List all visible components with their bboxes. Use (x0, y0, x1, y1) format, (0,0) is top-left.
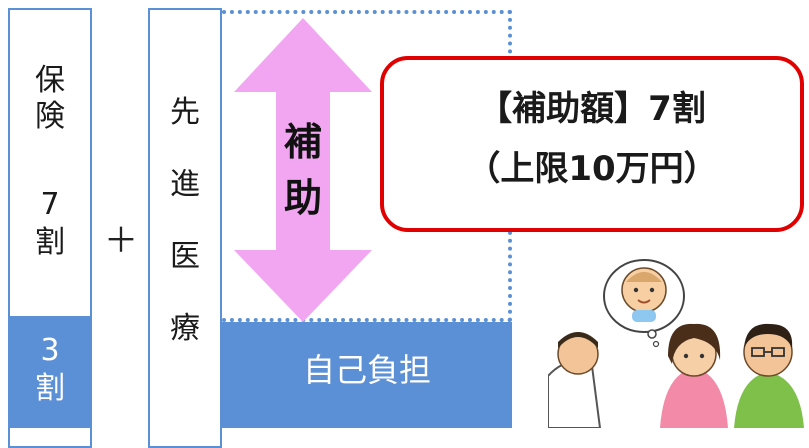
self-pay-label: 自己負担 (302, 351, 431, 389)
insurance-pct-number: 7 (40, 187, 60, 222)
subsidy-label-char-2: 助 (283, 176, 322, 220)
self-pay-bar (222, 322, 512, 428)
advanced-label-char-2: 進 (170, 167, 200, 202)
baby-thought-bubble-icon (603, 259, 685, 348)
insurance-copay-block (8, 316, 92, 428)
plus-sign: ＋ (104, 221, 138, 261)
doctor-icon (548, 332, 602, 428)
copay-unit: 割 (35, 371, 65, 406)
father-icon (734, 323, 804, 428)
callout-line-1: 【補助額】7割 (478, 89, 706, 129)
advanced-label-char-1: 先 (170, 95, 200, 130)
subsidy-label-char-1: 補 (283, 120, 322, 164)
advanced-label-char-4: 療 (170, 311, 200, 346)
callout-line-2: （上限10万円） (466, 149, 718, 189)
insurance-pct-unit: 割 (35, 225, 65, 260)
advanced-label-char-3: 医 (170, 239, 200, 274)
insurance-label-char-2: 険 (35, 99, 65, 134)
advanced-medical-box (148, 8, 222, 448)
mother-icon (660, 323, 728, 428)
copay-number: 3 (40, 333, 60, 368)
subsidy-double-arrow (234, 18, 372, 322)
insurance-label-char-1: 保 (35, 63, 65, 98)
subsidy-amount-callout (380, 56, 804, 232)
consultation-family-icon (548, 259, 804, 428)
